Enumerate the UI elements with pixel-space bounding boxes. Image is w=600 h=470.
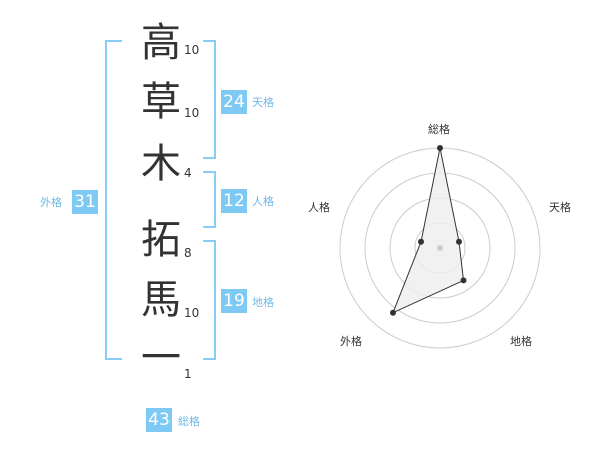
radar-point-2 bbox=[460, 277, 467, 284]
name-char-6: 一 bbox=[141, 335, 181, 381]
jinkaku-label: 人格 bbox=[252, 195, 274, 208]
tenkaku-label: 天格 bbox=[252, 96, 274, 109]
stroke-count-4: 8 bbox=[184, 246, 192, 260]
radar-axis-label-gaikaku: 外格 bbox=[340, 335, 362, 348]
radar-points bbox=[390, 145, 467, 316]
radar-point-0 bbox=[437, 145, 443, 151]
radar-point-3 bbox=[390, 309, 396, 316]
stroke-count-5: 10 bbox=[184, 306, 200, 320]
stroke-count-1: 10 bbox=[184, 43, 200, 57]
radar-axis-label-chikaku: 地格 bbox=[510, 335, 532, 348]
radar-axis-label-tenkaku: 天格 bbox=[549, 201, 571, 214]
radar-point-1 bbox=[456, 238, 462, 245]
chikaku-value-badge: 19 bbox=[221, 289, 247, 313]
radar-center-dot bbox=[437, 245, 443, 251]
tenkaku-bracket bbox=[203, 40, 216, 159]
tenkaku-value-badge: 24 bbox=[221, 90, 247, 114]
stroke-count-2: 10 bbox=[184, 106, 200, 120]
soukaku-label: 総格 bbox=[178, 415, 200, 428]
radar-axis-label-jinkaku: 人格 bbox=[308, 201, 330, 214]
name-char-3: 木 bbox=[141, 141, 181, 187]
radar-point-4 bbox=[418, 238, 424, 245]
gaikaku-label: 外格 bbox=[40, 196, 62, 209]
name-char-5: 馬 bbox=[141, 277, 181, 323]
chikaku-label: 地格 bbox=[252, 296, 274, 309]
radar-axis-label-soukaku: 総格 bbox=[428, 123, 450, 136]
jinkaku-bracket bbox=[203, 171, 216, 228]
stroke-count-3: 4 bbox=[184, 166, 192, 180]
chikaku-bracket bbox=[203, 240, 216, 360]
gaikaku-bracket bbox=[105, 40, 122, 360]
name-char-1: 高 bbox=[141, 20, 181, 66]
stroke-count-6: 1 bbox=[184, 367, 192, 381]
name-char-2: 草 bbox=[141, 79, 181, 125]
soukaku-value-badge: 43 bbox=[146, 408, 172, 432]
name-char-4: 拓 bbox=[141, 217, 181, 263]
radar-area bbox=[392, 147, 465, 314]
gaikaku-value-badge: 31 bbox=[72, 190, 98, 214]
jinkaku-value-badge: 12 bbox=[221, 189, 247, 213]
